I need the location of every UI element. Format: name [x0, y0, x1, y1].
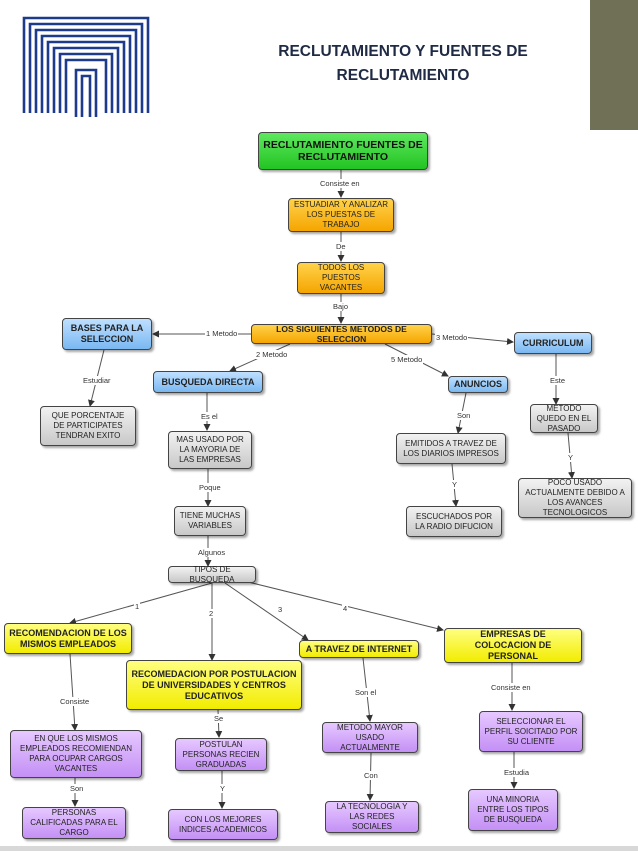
sidebar-accent: [590, 0, 638, 130]
node-seleccionar: SELECCIONAR EL PERFIL SOICITADO POR SU C…: [479, 711, 583, 752]
company-logo: [20, 14, 152, 117]
link-label: Consiste en: [319, 179, 361, 188]
footer-line: [0, 846, 638, 851]
link-label: 5 Metodo: [390, 355, 424, 364]
node-postulan: POSTULAN PERSONAS RECIEN GRADUADAS: [175, 738, 267, 771]
node-curriculum: CURRICULUM: [514, 332, 592, 354]
node-anuncios: ANUNCIOS: [448, 376, 508, 393]
node-masusado: MAS USADO POR LA MAYORIA DE LAS EMPRESAS: [168, 431, 252, 469]
node-minoria: UNA MINORIA ENTRE LOS TIPOS DE BUSQUEDA: [468, 789, 558, 831]
link-label: Y: [567, 453, 575, 462]
node-internet: A TRAVEZ DE INTERNET: [299, 640, 419, 658]
node-emitidos: EMITIDOS A TRAVEZ DE LOS DIARIOS IMPRESO…: [396, 433, 506, 464]
link-label: Y: [451, 480, 459, 489]
link-label: Son: [69, 784, 85, 793]
link-label: Algunos: [197, 548, 227, 557]
link-label: Con: [363, 771, 379, 780]
link-label: 4: [342, 604, 349, 613]
link-label: Estudia: [503, 768, 531, 777]
link-label: Es el: [200, 412, 219, 421]
node-empresas: EMPRESAS DE COLOCACION DE PERSONAL: [444, 628, 582, 663]
node-tecnologia: LA TECNOLOGIA Y LAS REDES SOCIALES: [325, 801, 419, 833]
link-label: 1: [134, 602, 141, 611]
node-busqueda: BUSQUEDA DIRECTA: [153, 371, 263, 393]
node-porcentaje: QUE PORCENTAJE DE PARTICIPATES TENDRAN E…: [40, 406, 136, 446]
link-label: Y: [219, 784, 227, 793]
link-label: Consiste en: [490, 683, 532, 692]
node-recomendacion: RECOMENDACION DE LOS MISMOS EMPLEADOS: [4, 623, 132, 654]
link-label: 3 Metodo: [435, 333, 469, 342]
link-label: Estudiar: [82, 376, 112, 385]
link-label: 3: [277, 605, 284, 614]
concept-map: Consiste en De Bajo 1 Metodo 3 Metodo 2 …: [0, 128, 632, 846]
link-label: Se: [213, 714, 225, 723]
node-todos: TODOS LOS PUESTOS VACANTES: [297, 262, 385, 294]
node-calificadas: PERSONAS CALIFICADAS PARA EL CARGO: [22, 807, 126, 839]
node-escuchados: ESCUCHADOS POR LA RADIO DIFUCION: [406, 506, 502, 537]
node-tipos: TIPOS DE BUSQUEDA: [168, 565, 256, 584]
link-label: Este: [549, 376, 567, 385]
node-estudiar: ESTUADIAR Y ANALIZAR LOS PUESTAS DE TRAB…: [288, 198, 394, 232]
page-title: RECLUTAMIENTO Y FUENTES DE RECLUTAMIENTO: [278, 43, 528, 84]
link-label: 1 Metodo: [205, 329, 239, 338]
link-label: Son: [456, 411, 472, 420]
link-label: Bajo: [332, 302, 350, 311]
link-label: Poque: [198, 483, 222, 492]
node-metodos: LOS SIGUIENTES METODOS DE SELECCION: [251, 324, 432, 344]
link-label: 2: [208, 609, 215, 618]
link-label: Son el: [354, 688, 378, 697]
node-postulacion: RECOMEDACION POR POSTULACION DE UNIVERSI…: [126, 660, 302, 710]
link-label: Consiste: [59, 697, 91, 706]
node-metodoquedo: METODO QUEDO EN EL PASADO: [530, 404, 598, 433]
node-bases: BASES PARA LA SELECCION: [62, 318, 152, 350]
node-root: RECLUTAMIENTO FUENTES DE RECLUTAMIENTO: [258, 132, 428, 170]
node-tiene: TIENE MUCHAS VARIABLES: [174, 506, 246, 536]
node-metodomayor: METODO MAYOR USADO ACTUALMENTE: [322, 722, 418, 753]
link-label: De: [335, 242, 347, 251]
node-pocousado: POCO USADO ACTUALMENTE DEBIDO A LOS AVAN…: [518, 478, 632, 518]
link-label: 2 Metodo: [255, 350, 289, 359]
node-mejores: CON LOS MEJORES INDICES ACADEMICOS: [168, 809, 278, 840]
node-enque: EN QUE LOS MISMOS EMPLEADOS RECOMIENDAN …: [10, 730, 142, 778]
